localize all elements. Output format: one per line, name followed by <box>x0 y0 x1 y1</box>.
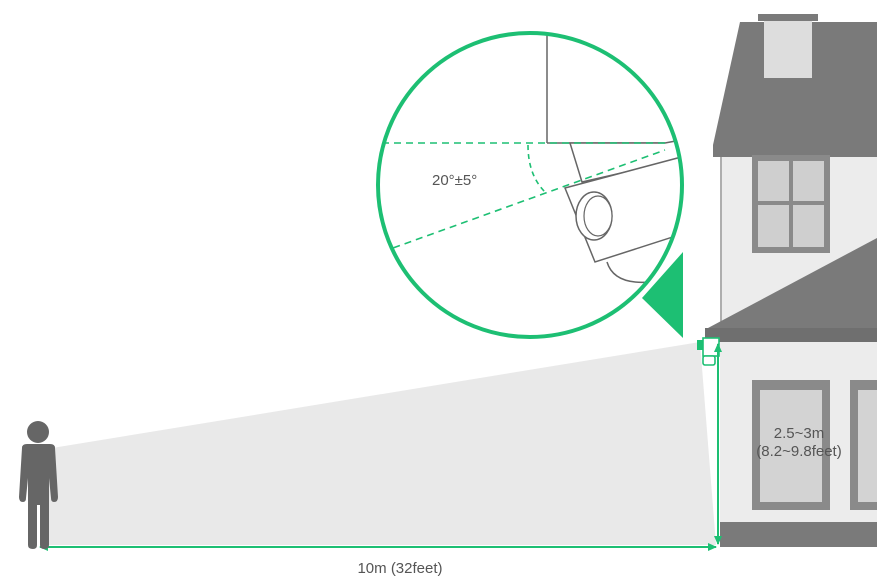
camera-view-cone <box>40 342 716 545</box>
distance-label: 10m (32feet) <box>357 560 443 577</box>
house-lower-windows <box>752 380 877 510</box>
height-label: 2.5~3m (8.2~9.8feet) <box>744 425 854 461</box>
height-label-feet: (8.2~9.8feet) <box>756 443 842 460</box>
angle-label: 20°±5° <box>432 172 478 189</box>
house-chimney <box>764 14 812 78</box>
angle-arc <box>527 144 546 193</box>
house-upper-roof <box>713 22 877 145</box>
zoom-detail-view <box>376 31 684 339</box>
house-lower-roof <box>708 238 877 328</box>
house-upper-window <box>752 155 830 253</box>
zoom-callout-pointer <box>642 252 683 338</box>
house-base <box>720 522 877 547</box>
house <box>705 14 877 547</box>
height-label-meters: 2.5~3m <box>773 425 825 442</box>
person-silhouette-icon <box>19 421 58 549</box>
